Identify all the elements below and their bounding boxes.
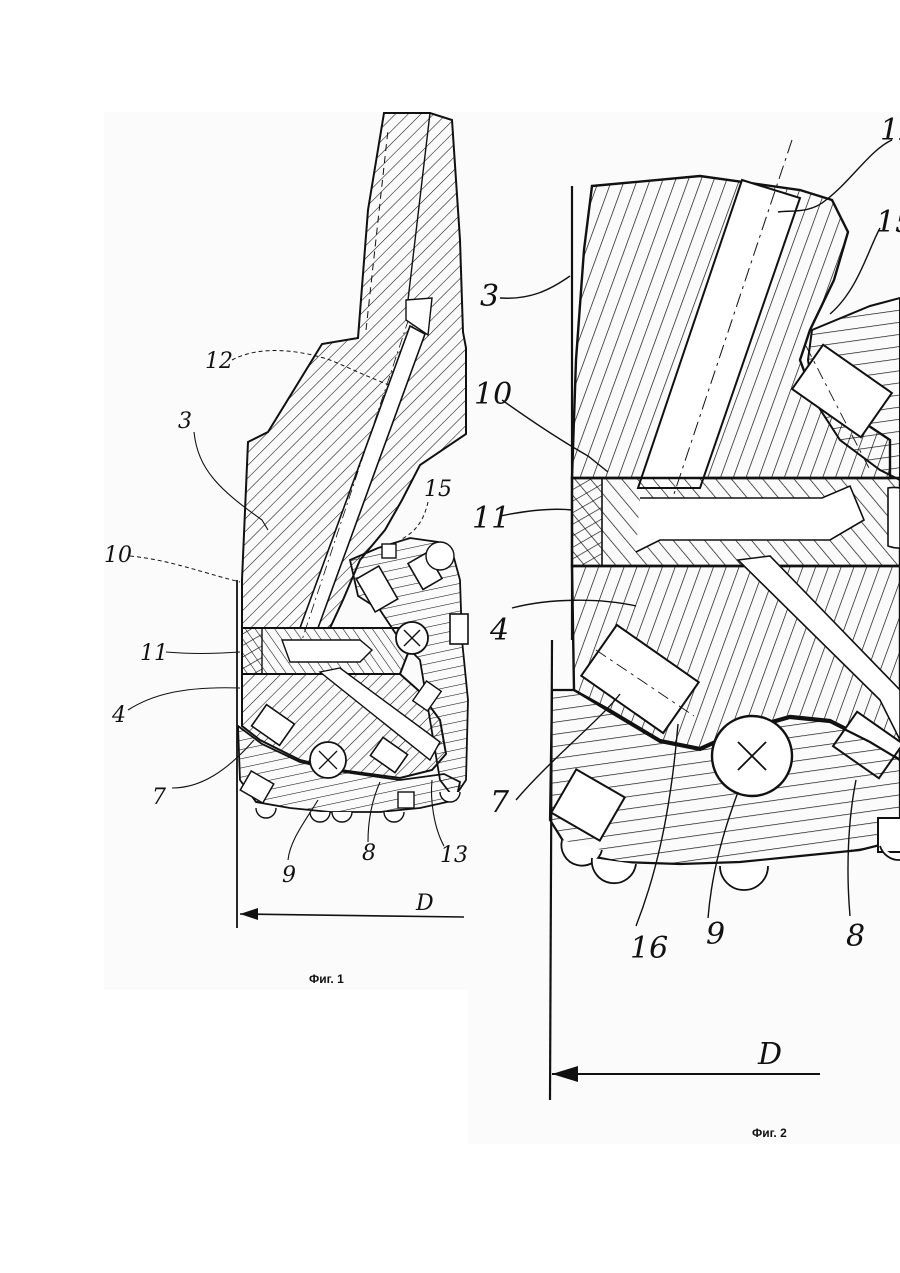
fig2-callout-4: 4: [489, 613, 509, 648]
fig2-callout-10: 10: [474, 377, 512, 412]
fig1-callout-10: 10: [104, 543, 132, 568]
fig2-callout-11: 11: [472, 501, 510, 536]
fig2-callout-12: 12: [880, 113, 900, 148]
fig1-callout-11: 11: [140, 641, 168, 666]
fig2-callout-16: 16: [630, 931, 668, 966]
fig1-callout-3: 3: [178, 409, 192, 434]
fig1-callout-7: 7: [152, 785, 166, 810]
fig1-callout-9: 9: [282, 863, 296, 888]
figure-1-caption: Фиг. 1: [309, 972, 344, 986]
fig1-dimension-label: D: [415, 891, 434, 916]
fig2-callout-3: 3: [480, 279, 499, 314]
fig2-dimension-label: D: [757, 1037, 782, 1072]
figure-2-caption: Фиг. 2: [752, 1126, 787, 1140]
fig1-callout-15: 15: [424, 477, 452, 502]
fig1-callout-12: 12: [205, 349, 233, 374]
fig2-callout-15: 15: [876, 205, 900, 240]
fig2-callout-9: 9: [706, 917, 725, 952]
fig2-callout-8: 8: [846, 919, 865, 954]
fig1-callout-13: 13: [440, 843, 468, 868]
fig2-callout-7: 7: [490, 785, 510, 820]
fig1-callout-4: 4: [111, 703, 126, 728]
fig1-callout-8: 8: [362, 841, 376, 866]
